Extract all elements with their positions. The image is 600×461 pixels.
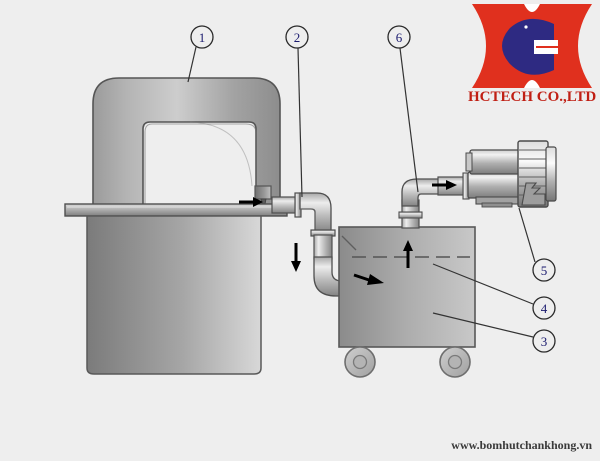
machine-frame	[92, 77, 281, 207]
riser-pipe-assembly	[398, 172, 470, 229]
flow-arrow-tank-inlet	[353, 273, 384, 285]
hctech-logo-icon	[472, 4, 592, 88]
tank-caster-wheel	[439, 346, 471, 378]
callout-4[interactable]: 4	[532, 296, 556, 320]
logo-blue-c	[502, 18, 554, 75]
logo-eye-dot	[524, 25, 528, 29]
flow-arrow-inlet	[239, 197, 263, 207]
machine-arm-highlight	[189, 121, 253, 187]
collection-tank	[338, 226, 476, 378]
leader-line-1	[187, 46, 197, 83]
site-watermark: www.bomhutchankhong.vn	[451, 438, 592, 452]
pump-inlet-cylinder	[469, 149, 521, 175]
leader-line-4	[432, 263, 534, 305]
callout-5[interactable]: 5	[532, 258, 556, 282]
callout-4-label: 4	[541, 301, 548, 316]
callout-1-label: 1	[199, 30, 206, 45]
company-name: HCTECH CO.,LTD	[468, 89, 597, 105]
suction-pipe-assembly	[271, 192, 353, 297]
pump-bracket	[521, 182, 546, 206]
riser-flange	[398, 211, 423, 219]
machine-cabinet	[86, 215, 262, 375]
callout-bubbles: 1 2 6 5 4 3	[190, 25, 556, 353]
leader-line-5	[518, 207, 536, 263]
machine-spindle-head	[254, 185, 272, 200]
tank-caster-wheel	[344, 346, 376, 378]
flow-arrow-tank-up	[403, 240, 413, 268]
callout-6[interactable]: 6	[387, 25, 411, 49]
callout-1[interactable]: 1	[190, 25, 214, 49]
leader-line-2	[297, 47, 303, 198]
leader-line-6	[399, 47, 419, 193]
leader-line-3	[432, 312, 534, 338]
callout-5-label: 5	[541, 263, 548, 278]
callout-2[interactable]: 2	[285, 25, 309, 49]
callout-leaders	[187, 46, 536, 338]
tank-corner-bevel	[341, 235, 357, 251]
pipe-elbow-top	[299, 192, 332, 233]
callout-3[interactable]: 3	[532, 329, 556, 353]
pump-inlet-flange	[465, 152, 473, 172]
machine-arch-shading	[144, 123, 257, 206]
company-logo-block: HCTECH CO.,LTD	[468, 2, 596, 114]
callout-6-label: 6	[396, 30, 403, 45]
logo-notch-top	[524, 4, 540, 12]
flow-arrow-downpipe	[291, 243, 301, 272]
pipe-stub-horizontal	[271, 196, 297, 214]
side-channel-vacuum-pump	[465, 140, 557, 208]
logo-notch-bottom	[524, 80, 540, 88]
flow-arrow-pump-inlet	[432, 180, 457, 190]
c-frame-machine	[64, 77, 288, 375]
callout-3-label: 3	[541, 334, 548, 349]
callout-2-label: 2	[294, 30, 301, 45]
riser-elbow	[401, 178, 441, 207]
pipe-vertical-drop	[313, 234, 333, 260]
pipe-elbow-top-shade	[300, 208, 316, 232]
pump-end-cap	[545, 146, 557, 202]
pump-foot-base	[481, 202, 513, 208]
